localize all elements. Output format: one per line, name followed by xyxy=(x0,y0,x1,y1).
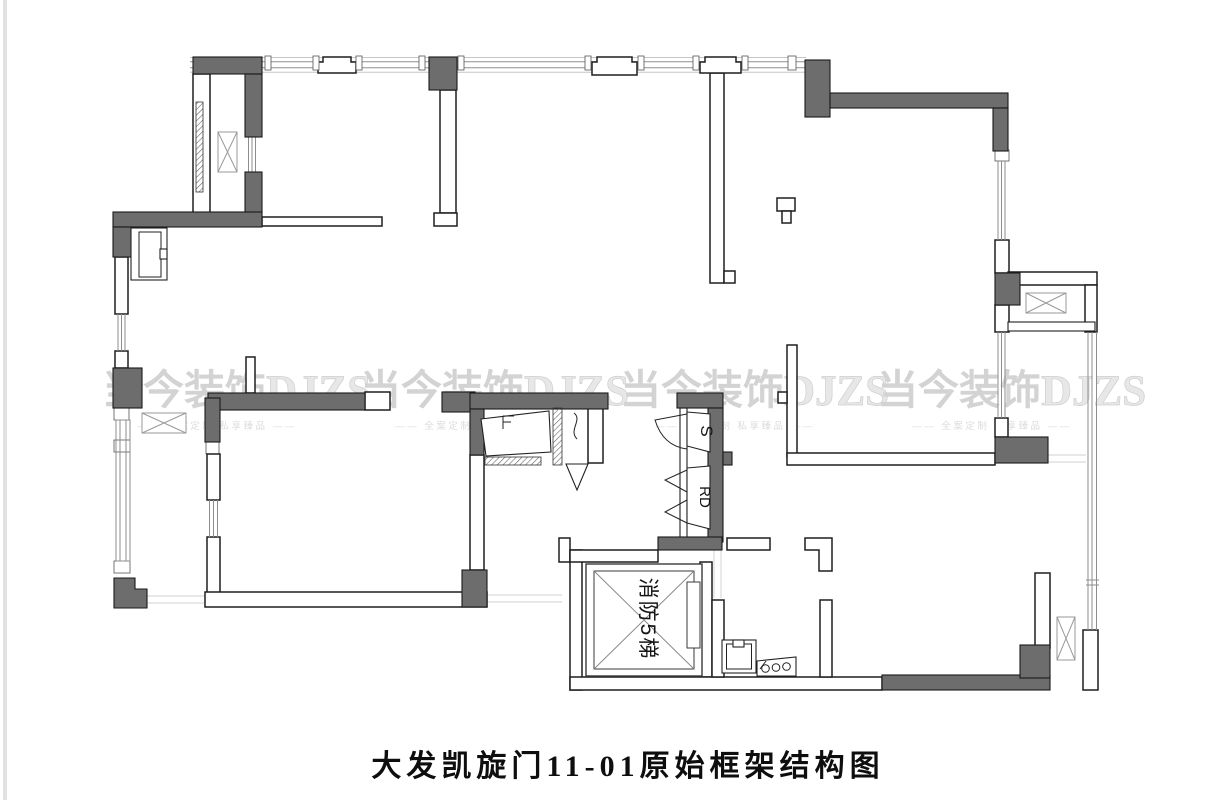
window-jamb-marks xyxy=(264,55,797,71)
kitchen-fixtures xyxy=(721,639,797,677)
duct-box-right-top xyxy=(1025,292,1067,314)
hatched-wall-horizontal xyxy=(484,456,542,466)
elevator-door xyxy=(686,581,701,649)
fixture-mark xyxy=(502,415,514,429)
watermark-brand-en: DJZS xyxy=(1041,368,1146,415)
watermark-brand-cn: 当今装饰 xyxy=(877,367,1041,413)
kitchen-sink xyxy=(721,639,757,674)
drawing-title: 大发凯旋门11-01原始框架结构图 xyxy=(371,750,884,783)
fire-elevator: 消防5梯 xyxy=(585,563,703,677)
duct-box-bottom-right xyxy=(1056,616,1076,661)
watermark-brand-en: DJZS xyxy=(784,368,889,415)
duct-box-left xyxy=(141,412,187,434)
partition-walls xyxy=(113,56,1099,691)
shaft-rd-label: RD xyxy=(696,486,713,508)
gas-stove xyxy=(756,656,797,677)
duct-boxes xyxy=(141,131,1076,661)
elevator-cross xyxy=(593,570,695,670)
watermark-tagline: —— 全案定制 私享臻品 —— xyxy=(912,420,1071,432)
duct-box-top-left xyxy=(217,131,238,173)
windows xyxy=(115,101,1099,630)
shaft-rd-doors xyxy=(663,469,688,524)
drain-pipe-symbol xyxy=(573,412,578,440)
hatched-wall-vertical xyxy=(552,407,563,466)
door-leaf xyxy=(565,463,589,492)
shaft-rd-box xyxy=(686,465,711,530)
shaft-s-label: S xyxy=(697,425,716,436)
elevator-label: 消防5梯 xyxy=(636,578,659,661)
service-shafts: S RD xyxy=(654,411,716,530)
page-edge-strip xyxy=(3,0,7,800)
shower-area xyxy=(480,410,552,457)
threshold-lines xyxy=(147,454,1086,604)
entry-cabinet xyxy=(130,227,168,281)
watermark: 当今装饰 DJZS —— 全案定制 私享臻品 —— xyxy=(877,367,1147,432)
watermark: 当今装饰 DJZS —— 全案定制 私享臻品 —— xyxy=(620,367,890,432)
shaft-s-door xyxy=(654,413,688,450)
bathroom xyxy=(480,407,589,492)
structural-columns xyxy=(112,56,1051,691)
shaft-s-box xyxy=(686,411,711,453)
